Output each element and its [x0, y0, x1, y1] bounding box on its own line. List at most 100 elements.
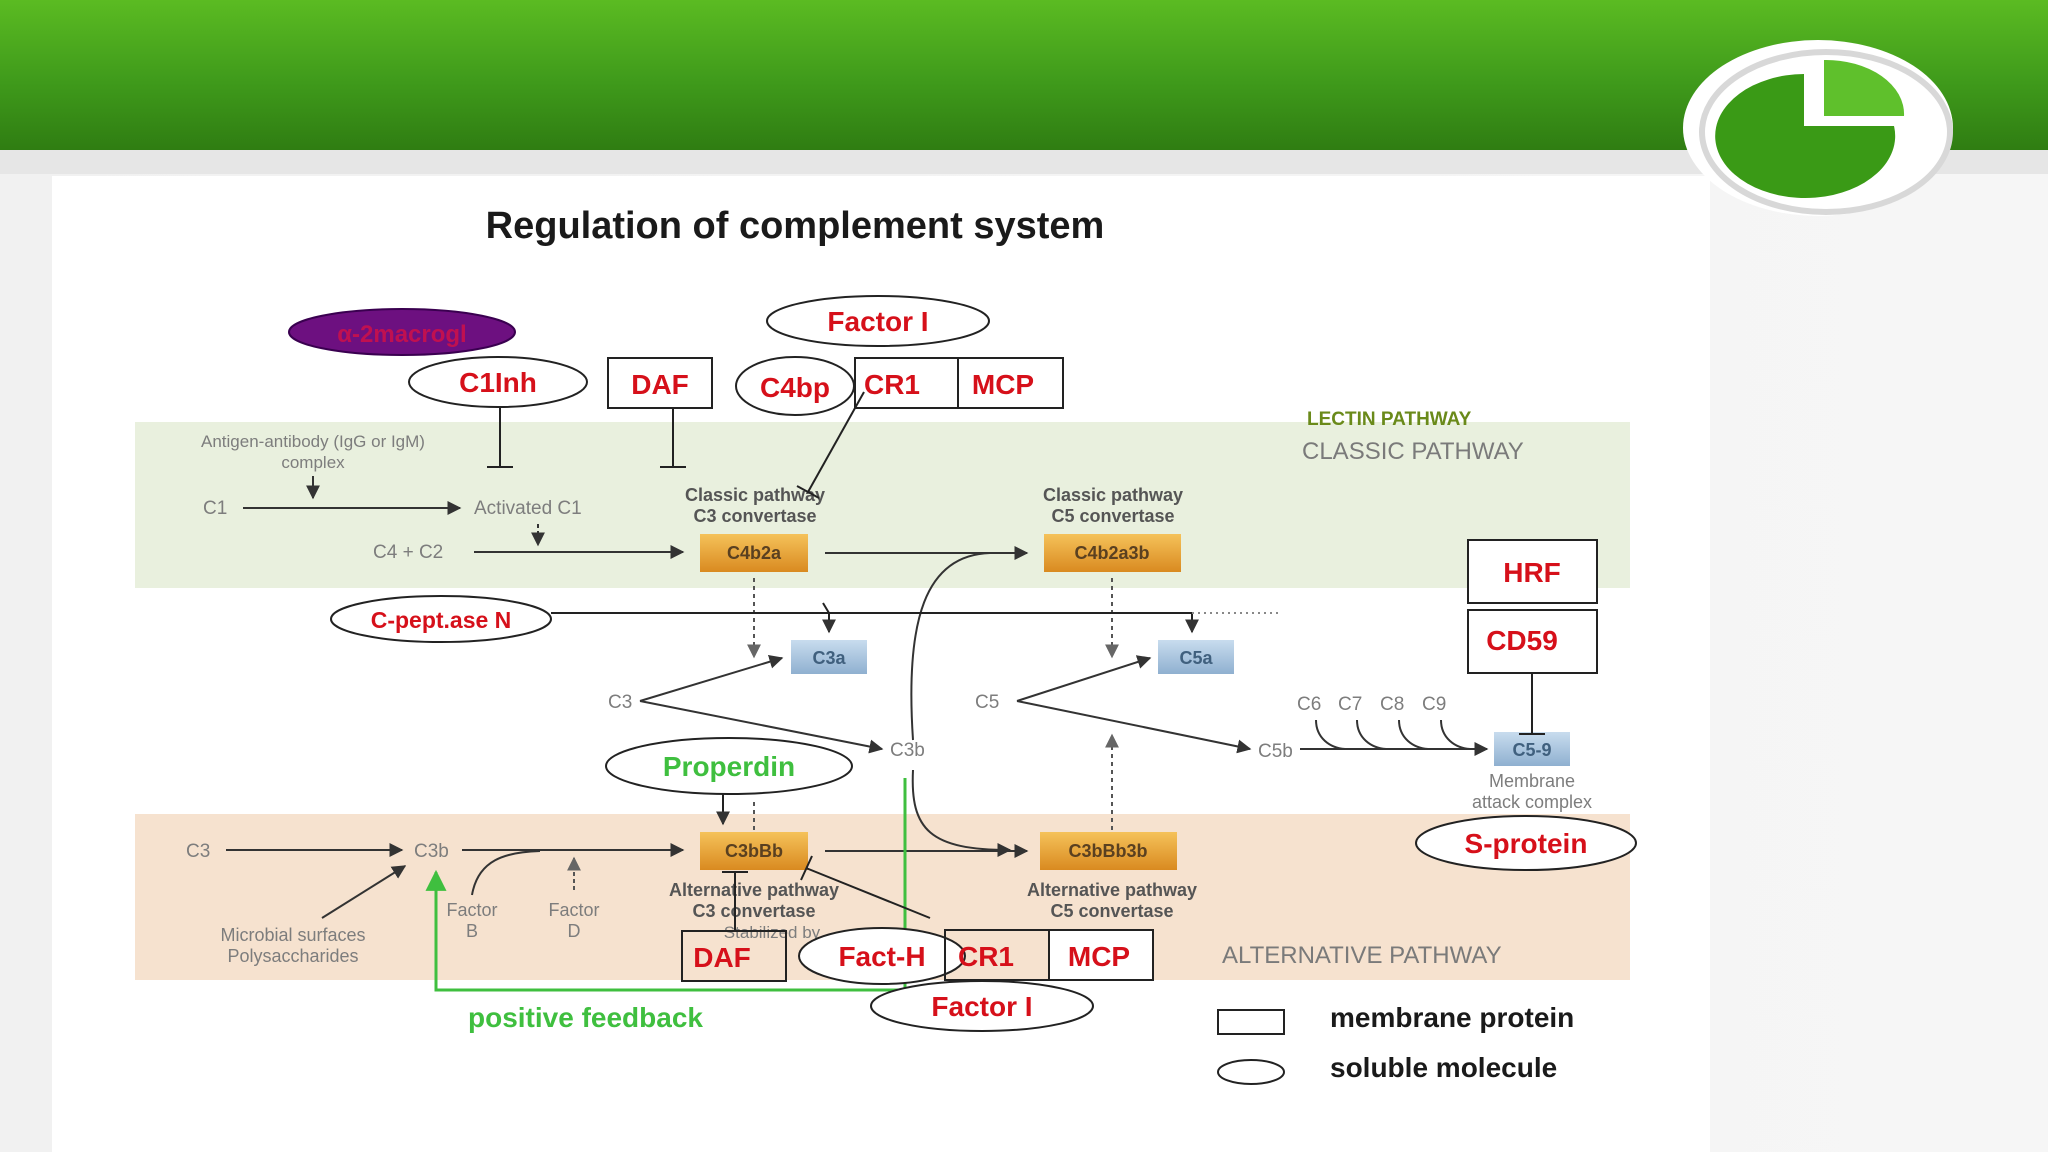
c3b-to-classic-c5-curve [910, 552, 991, 741]
c3b-to-alt-c5-curve [911, 769, 1012, 857]
activated-c1-label: Activated C1 [474, 498, 582, 519]
c3a-box [791, 640, 867, 674]
c4b2a3b-box [1044, 534, 1181, 572]
lectin-pathway-label: LECTIN PATHWAY [1307, 409, 1472, 430]
cpeptase-tick [822, 602, 830, 614]
fact-h-label: Fact-H [838, 941, 925, 972]
c4b2a-label: C4b2a [727, 543, 782, 563]
alt-c3-convertase-label-2: C3 convertase [692, 901, 815, 921]
daf-top-box [607, 357, 713, 409]
cpeptase-label: C-pept.ase N [371, 607, 512, 633]
c59-label: C5-9 [1512, 740, 1551, 760]
c7-join-curve [1356, 719, 1387, 750]
legend-soluble-swatch [1217, 1059, 1285, 1085]
factor-b-curve [471, 850, 541, 896]
classic-pathway-label: CLASSIC PATHWAY [1302, 438, 1524, 465]
c5a-box [1158, 640, 1234, 674]
c3bbb-box [700, 832, 808, 870]
alt-c3-convertase-label: Alternative pathway [669, 880, 839, 900]
properdin-ellipse [605, 737, 853, 795]
classic-c5-convertase-label: Classic pathway [1043, 485, 1183, 505]
c1inh-label: C1Inh [459, 367, 537, 398]
classic-pathway-band [135, 422, 1630, 588]
factor-b-label: Factor [446, 900, 497, 920]
mcp-bottom-label: MCP [1068, 941, 1130, 972]
positive-feedback-label: positive feedback [468, 1002, 703, 1033]
c5-to-c5b-arrow [1016, 700, 1252, 754]
hrf-label: HRF [1503, 557, 1561, 588]
c5-to-c5a-arrow [1016, 655, 1152, 702]
factor-d-label-2: D [568, 921, 581, 941]
properdin-label: Properdin [663, 751, 795, 782]
cr1-bottom-label: CR1 [958, 941, 1014, 972]
cpeptase-ellipse [330, 595, 552, 643]
c5a-label: C5a [1179, 648, 1213, 668]
microbial-arrow [321, 865, 407, 919]
c3a-label: C3a [812, 648, 846, 668]
legend-membrane-swatch [1217, 1009, 1285, 1035]
factor-i-top-ellipse [766, 295, 990, 347]
factor-i-top-label: Factor I [827, 306, 928, 337]
mac-label-2: attack complex [1472, 792, 1592, 812]
hrf-box [1467, 539, 1598, 604]
c1inh-ellipse [408, 356, 588, 408]
c6-label: C6 [1297, 694, 1321, 715]
c8-label: C8 [1380, 694, 1404, 715]
c6-join-curve [1315, 719, 1346, 750]
mcp-top-label: MCP [972, 369, 1034, 400]
antigen-label: Antigen-antibody (IgG or IgM) [201, 432, 425, 451]
stabilized-label: Stabilized by [724, 923, 821, 942]
daf-top-label: DAF [631, 369, 689, 400]
c9-label: C9 [1422, 694, 1446, 715]
positive-feedback-line [425, 778, 907, 992]
mac-label: Membrane [1489, 771, 1575, 791]
classic-c5-convertase-label-2: C5 convertase [1051, 506, 1174, 526]
c5b-label: C5b [1258, 741, 1293, 762]
alt-c5-convertase-label-2: C5 convertase [1050, 901, 1173, 921]
microbial-label: Microbial surfaces [220, 925, 365, 945]
a2macrogl-label: α-2macrogl [337, 321, 466, 348]
mcp-top-box [957, 357, 1064, 409]
c3b-label: C3b [890, 740, 925, 761]
cd59-box [1467, 609, 1598, 674]
c3-to-c3a-arrow [639, 654, 784, 702]
c4b2a-box [700, 534, 808, 572]
c7-label: C7 [1338, 694, 1362, 715]
c59-box [1494, 732, 1570, 766]
cr1-top-box [854, 357, 959, 409]
factor-d-label: Factor [548, 900, 599, 920]
classic-c3-convertase-label: Classic pathway [685, 485, 825, 505]
c5-label: C5 [975, 692, 999, 713]
c4b2a3b-label: C4b2a3b [1074, 543, 1149, 563]
logo-icon [1683, 40, 1953, 216]
microbial-label-2: Polysaccharides [227, 946, 358, 966]
c3-label: C3 [608, 692, 632, 713]
cr1-top-inhibit-bar [796, 485, 820, 499]
cr1-top-label: CR1 [864, 369, 920, 400]
cr1-top-inhibit-line [807, 391, 865, 493]
c8-join-curve [1398, 719, 1429, 750]
a2macrogl-ellipse [288, 308, 516, 356]
alternative-pathway-label: ALTERNATIVE PATHWAY [1222, 942, 1502, 969]
fact-h-ellipse [798, 927, 966, 985]
s-protein-ellipse [1415, 815, 1637, 871]
legend-membrane-label: membrane protein [1330, 1002, 1574, 1033]
c4bp-label: C4bp [760, 372, 830, 403]
c3bbb-label: C3bBb [725, 841, 783, 861]
daf-bottom-label: DAF [693, 942, 751, 973]
alt-c3b-label: C3b [414, 841, 449, 862]
classic-c3-convertase-label-2: C3 convertase [693, 506, 816, 526]
c9-join-curve [1440, 719, 1471, 750]
mcp-bottom-box [1048, 929, 1154, 981]
alt-c5-convertase-label: Alternative pathway [1027, 880, 1197, 900]
alt-c3-label: C3 [186, 841, 210, 862]
c1-label: C1 [203, 498, 227, 519]
factor-i-bottom-ellipse [870, 980, 1094, 1032]
factor-b-label-2: B [466, 921, 478, 941]
cd59-label: CD59 [1486, 625, 1558, 656]
c3bbb3b-label: C3bBb3b [1068, 841, 1147, 861]
factor-i-bottom-label: Factor I [931, 991, 1032, 1022]
legend-soluble-label: soluble molecule [1330, 1052, 1557, 1083]
antigen-label-2: complex [281, 453, 345, 472]
